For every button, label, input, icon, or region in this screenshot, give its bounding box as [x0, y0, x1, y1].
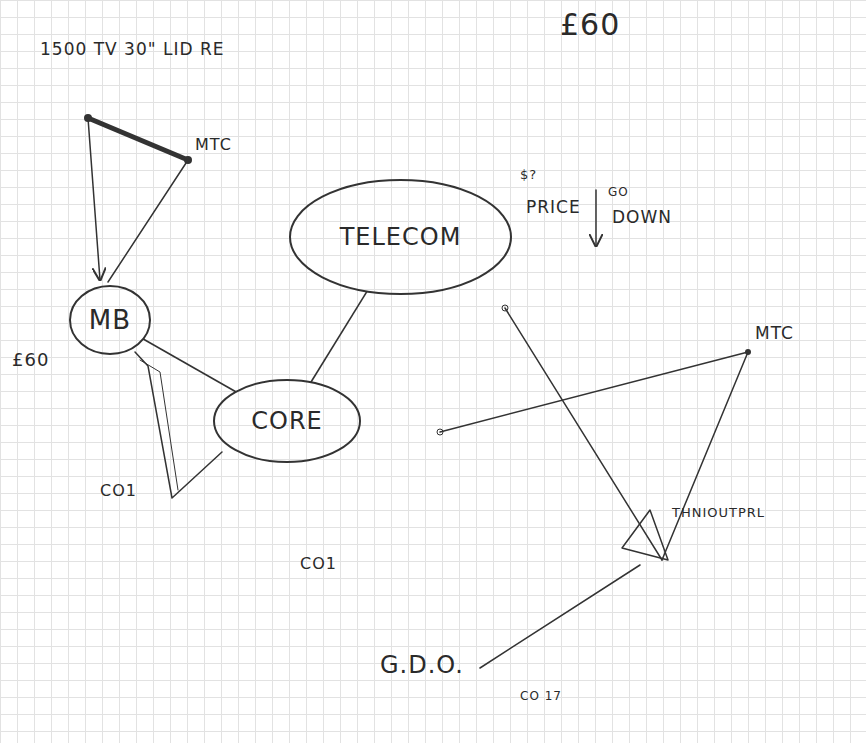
dot	[84, 114, 92, 122]
dot	[437, 429, 443, 435]
ellipse-outline	[70, 286, 150, 354]
sketch-line	[480, 565, 640, 668]
price-note: £60	[12, 350, 49, 370]
arrow-line	[88, 118, 100, 280]
down-arrow	[595, 190, 597, 246]
small-triangle	[622, 510, 668, 560]
sketch-line	[108, 160, 188, 282]
note-text: GO	[608, 186, 629, 199]
note-text: $?	[520, 168, 537, 182]
sketch-line	[505, 308, 662, 560]
ellipse-outline	[214, 380, 360, 462]
dot	[184, 156, 192, 164]
note-text: 1500 TV 30" LID RE	[40, 40, 224, 59]
connector	[311, 291, 367, 382]
zigzag-shape	[135, 352, 222, 498]
note-text: DOWN	[612, 208, 672, 227]
note-text: MTC	[755, 324, 794, 343]
sketch-line	[662, 352, 748, 560]
price-note: £60	[560, 8, 620, 41]
note-text: PRICE	[526, 198, 581, 217]
sketch-line	[440, 352, 748, 432]
node-label: CORE	[251, 407, 323, 435]
zigzag-shape	[140, 360, 178, 490]
note-text: MTC	[195, 136, 232, 154]
thick-line	[88, 118, 188, 160]
note-text: THNIOUTPRL	[672, 506, 765, 520]
note-text: G.D.O.	[380, 652, 464, 678]
ellipse-node: CORE	[212, 378, 362, 464]
note-text: CO1	[100, 482, 137, 500]
ellipse-node: TELECOM	[288, 178, 513, 296]
ellipse-outline	[290, 180, 511, 294]
node-label: TELECOM	[340, 223, 462, 251]
circle-node: MB	[68, 284, 152, 356]
dot	[502, 305, 508, 311]
note-text: CO 17	[520, 690, 562, 703]
dot	[745, 349, 751, 355]
note-text: CO1	[300, 555, 337, 573]
node-label: MB	[89, 305, 131, 335]
connector	[143, 339, 236, 392]
